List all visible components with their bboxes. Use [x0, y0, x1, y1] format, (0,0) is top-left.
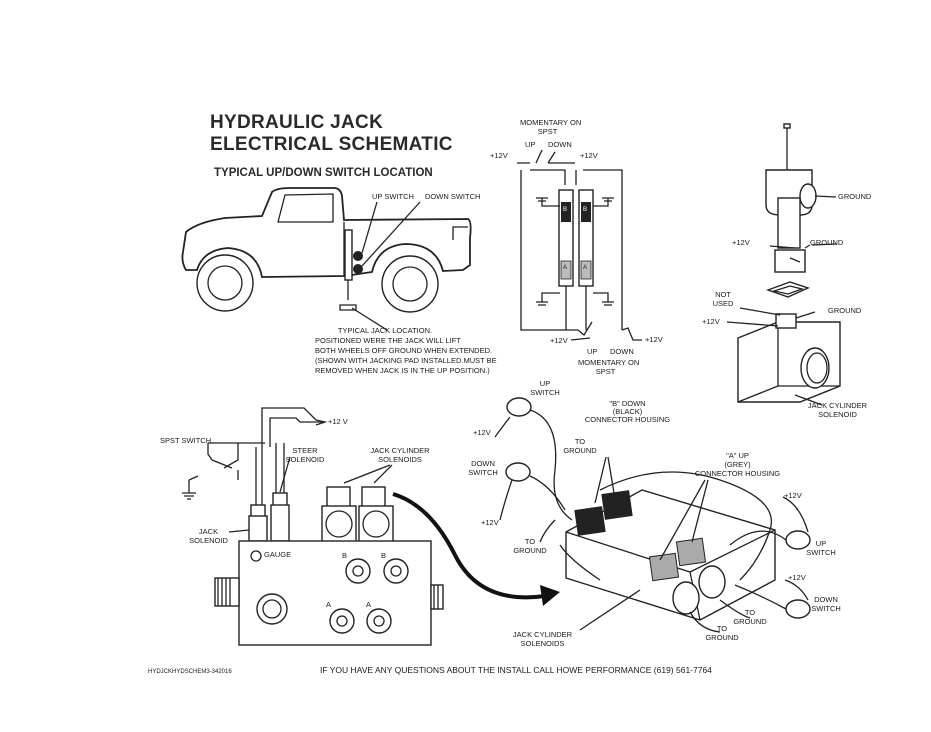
solenoid-detail: [726, 123, 841, 406]
asm-b-down-2: (BLACK): [612, 407, 643, 416]
title-line-2: ELECTRICAL SCHEMATIC: [210, 134, 453, 155]
asm-up-switch-r-1: UP: [815, 539, 827, 548]
detail-plus12: +12V: [732, 238, 750, 247]
jack-location-note-5: REMOVED WHEN JACK IS IN THE UP POSITION.…: [315, 366, 490, 375]
asm-b-down-3: CONNECTOR HOUSING: [584, 415, 671, 424]
port-a1: A: [326, 600, 332, 609]
schematic-down-label: DOWN: [548, 140, 572, 149]
jack-location-note-4: (SHOWN WITH JACKING PAD INSTALLED.MUST B…: [315, 356, 497, 365]
asm-up-switch-2: SWITCH: [530, 388, 560, 397]
detail-jcs-2: SOLENOID: [818, 410, 857, 419]
detail-ground-1: GROUND: [838, 192, 872, 201]
asm-a-up-2: (GREY): [724, 460, 751, 469]
detail-not-used-2: USED: [712, 299, 734, 308]
wiring-steer-2: SOLENOID: [285, 455, 325, 464]
port-b1: B: [342, 551, 348, 560]
asm-plus12-c: +12V: [784, 491, 802, 500]
wiring-spst-switch: SPST SWITCH: [160, 436, 212, 445]
asm-plus12-b: +12V: [481, 518, 499, 527]
schematic-plus12-bl: +12V: [550, 336, 568, 345]
schematic-up-label: UP: [525, 140, 536, 149]
doc-code: HYDJCKHYDSCHEM3-342016: [148, 669, 232, 675]
wiring-plus12v: +12 V: [328, 417, 348, 426]
asm-to-ground-d-2: GROUND: [705, 633, 739, 642]
momentary-top-line2: SPST: [537, 127, 558, 136]
asm-to-ground-d-1: TO: [716, 624, 728, 633]
momentary-bottom-line2: SPST: [595, 367, 616, 376]
schematic-plus12-tl: +12V: [490, 151, 508, 160]
truck-up-switch-label: UP SWITCH: [372, 192, 414, 201]
asm-down-switch-r-2: SWITCH: [811, 604, 841, 613]
asm-plus12-d: +12V: [788, 573, 806, 582]
wiring-diagram: [182, 407, 560, 646]
contact-footer: IF YOU HAVE ANY QUESTIONS ABOUT THE INST…: [320, 665, 712, 675]
detail-ground-3: GROUND: [828, 306, 862, 315]
detail-ground-2: GROUND: [810, 238, 844, 247]
truck-down-switch-label: DOWN SWITCH: [425, 192, 481, 201]
asm-up-switch-r-2: SWITCH: [806, 548, 836, 557]
schematic-bottom-down: DOWN: [610, 347, 634, 356]
schematic-bottom-up: UP: [587, 347, 598, 356]
momentary-bottom-line1: MOMENTARY ON: [578, 358, 640, 367]
schematic-a2: A: [583, 265, 588, 271]
asm-down-switch-1: DOWN: [471, 459, 495, 468]
subtitle: TYPICAL UP/DOWN SWITCH LOCATION: [214, 167, 433, 179]
schematic-a1: A: [563, 265, 568, 271]
wiring-jack-solenoid-1: JACK: [198, 527, 219, 536]
wiring-gauge: GAUGE: [264, 550, 292, 559]
asm-jcs-1: JACK CYLINDER: [512, 630, 573, 639]
schematic-b1: B: [563, 207, 568, 213]
asm-down-switch-2: SWITCH: [468, 468, 498, 477]
detail-not-used-1: NOT: [715, 290, 731, 299]
schematic-plus12-br: +12V: [645, 335, 663, 344]
asm-down-switch-r-1: DOWN: [814, 595, 838, 604]
switch-schematic: [517, 149, 642, 341]
detail-plus12b: +12V: [702, 317, 720, 326]
asm-plus12-a: +12V: [473, 428, 491, 437]
title-line-1: HYDRAULIC JACK: [210, 112, 384, 133]
asm-to-ground-a-2: GROUND: [563, 446, 597, 455]
port-b2: B: [381, 551, 387, 560]
asm-a-up-3: CONNECTOR HOUSING: [694, 469, 781, 478]
asm-to-ground-a-1: TO: [574, 437, 586, 446]
wiring-steer-1: STEER: [292, 446, 318, 455]
schematic-b2: B: [583, 207, 588, 213]
jack-location-note-2: POSITIONED WERE THE JACK WILL LIFT: [315, 336, 461, 345]
momentary-top-line1: MOMENTARY ON: [520, 118, 582, 127]
asm-to-ground-b-2: GROUND: [513, 546, 547, 555]
asm-to-ground-c-2: GROUND: [733, 617, 767, 626]
assembly-illustration: [494, 397, 811, 633]
wiring-jack-solenoid-2: SOLENOID: [189, 536, 228, 545]
asm-to-ground-b-1: TO: [524, 537, 536, 546]
asm-to-ground-c-1: TO: [744, 608, 756, 617]
asm-jcs-2: SOLENOIDS: [520, 639, 565, 648]
wiring-jcs-2: SOLENOIDS: [378, 455, 422, 464]
wiring-jcs-1: JACK CYLINDER: [370, 446, 430, 455]
asm-b-down-1: "B" DOWN: [609, 399, 646, 408]
truck-illustration: [181, 187, 472, 331]
asm-a-up-1: "A" UP: [726, 451, 749, 460]
detail-jcs-1: JACK CYLINDER: [807, 401, 868, 410]
jack-location-note-1: TYPICAL JACK LOCATION.: [337, 326, 433, 335]
asm-up-switch-1: UP: [539, 379, 551, 388]
schematic-plus12-tr: +12V: [580, 151, 598, 160]
jack-location-note-3: BOTH WHEELS OFF GROUND WHEN EXTENDED.: [315, 346, 493, 355]
port-a2: A: [366, 600, 372, 609]
